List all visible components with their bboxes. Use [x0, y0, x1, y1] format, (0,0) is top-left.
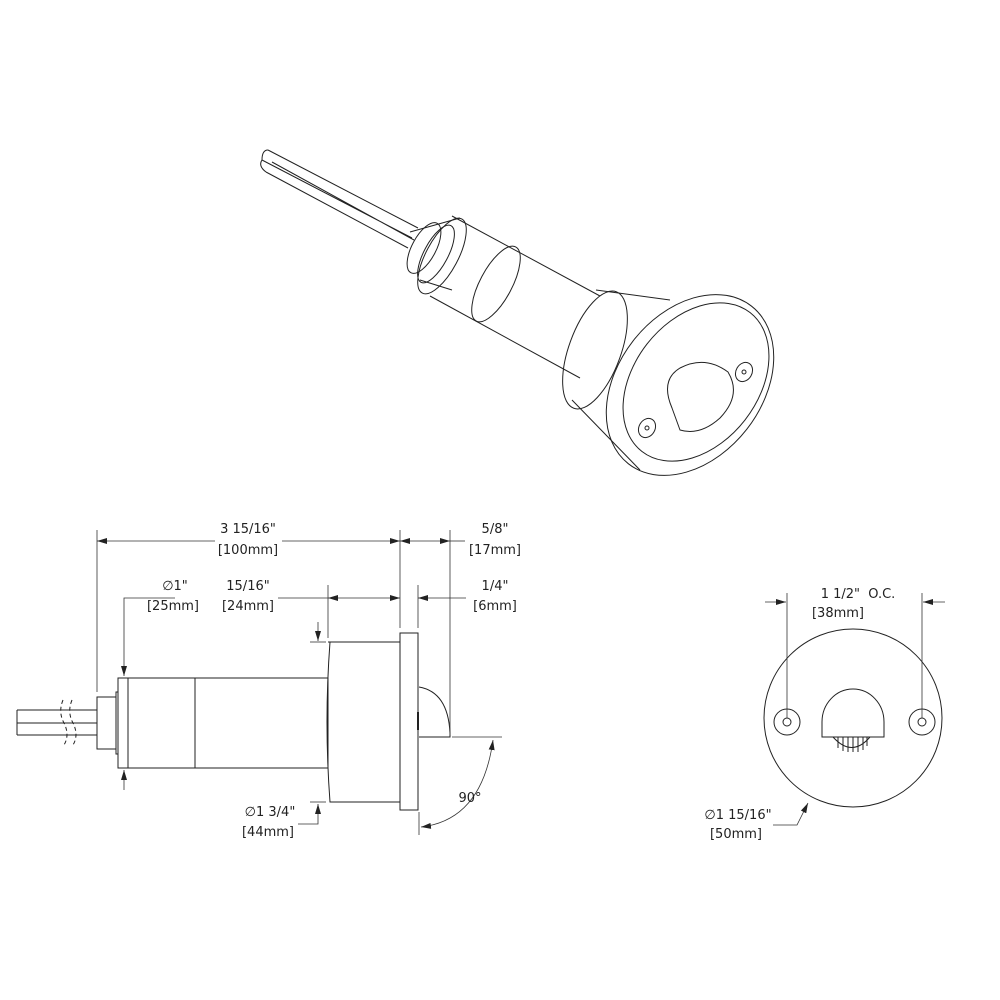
- head-length-metric: [24mm]: [222, 599, 274, 614]
- hole-spacing-imperial: 1 1/2" O.C.: [821, 587, 896, 602]
- hole-spacing-metric: [38mm]: [812, 606, 864, 621]
- flange-thickness-metric: [6mm]: [473, 599, 517, 614]
- face-diameter-metric: [50mm]: [710, 827, 762, 842]
- side-view-part: [16, 632, 451, 811]
- overall-length-imperial: 3 15/16": [220, 522, 276, 537]
- head-diameter-imperial: ∅1 3/4": [245, 805, 296, 820]
- angle-label: 90°: [458, 791, 481, 806]
- threaded-nut: [406, 217, 461, 291]
- face-diameter-imperial: ∅1 15/16": [704, 808, 771, 823]
- lens-projection-metric: [17mm]: [469, 543, 521, 558]
- front-view: 1 1/2" O.C. [38mm] ∅1 15/16" [50mm]: [704, 587, 945, 842]
- lens-projection-imperial: 5/8": [482, 522, 509, 537]
- wires: [260, 149, 419, 249]
- overall-length-metric: [100mm]: [218, 543, 278, 558]
- body-diameter-imperial: ∅1": [162, 579, 188, 594]
- body-cylinder: [417, 215, 601, 379]
- screw-hole: [734, 361, 754, 383]
- front-dimension-lines: [765, 593, 945, 826]
- isometric-view: [260, 149, 775, 476]
- front-face: [763, 628, 943, 808]
- head-diameter-metric: [44mm]: [242, 825, 294, 840]
- side-view: 3 15/16" [100mm] 5/8" [17mm] ∅1" [25mm] …: [16, 522, 521, 840]
- screw-hole: [637, 417, 657, 439]
- body-diameter-metric: [25mm]: [147, 599, 199, 614]
- flange-thickness-imperial: 1/4": [482, 579, 509, 594]
- lens: [667, 361, 734, 432]
- head: [562, 289, 775, 476]
- lens: [821, 688, 885, 738]
- head-length-imperial: 15/16": [226, 579, 269, 594]
- dimension-lines: [96, 530, 502, 835]
